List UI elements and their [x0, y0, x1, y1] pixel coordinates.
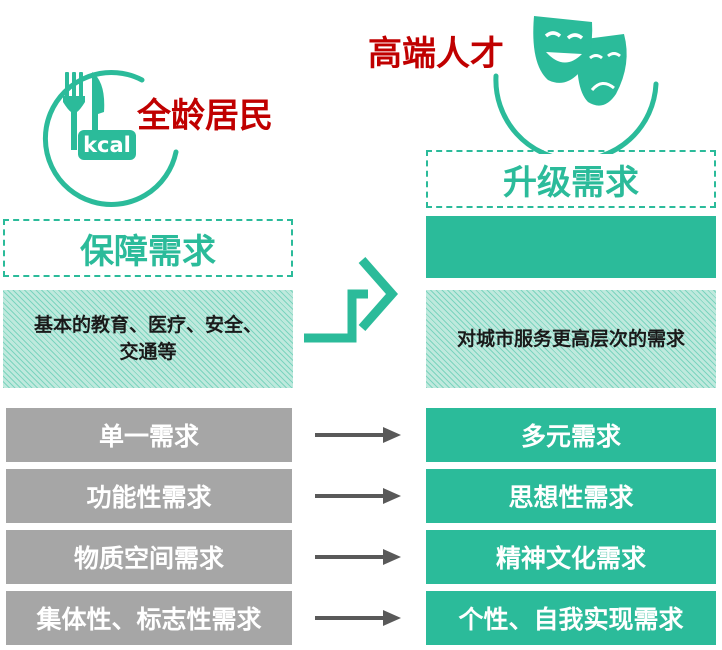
- comparison-to-4: 个性、自我实现需求: [426, 591, 716, 645]
- left-need-title: 保障需求: [3, 219, 293, 277]
- comparison-to-3: 精神文化需求: [426, 530, 716, 584]
- comparison-arrow-2: [315, 488, 401, 504]
- right-title: 高端人才: [368, 34, 504, 74]
- right-need-detail-text: 对城市服务更高层次的需求: [456, 327, 685, 350]
- right-need-title-text: 升级需求: [503, 162, 639, 203]
- left-need-detail: 基本的教育、医疗、安全、 交通等: [3, 290, 293, 388]
- comparison-arrow-4: [315, 610, 401, 626]
- kcal-label: kcal: [83, 133, 131, 157]
- comparison-to-2: 思想性需求: [426, 469, 716, 523]
- right-teal-bar: [426, 216, 716, 278]
- left-need-title-text: 保障需求: [80, 231, 216, 272]
- comparison-from-4: 集体性、标志性需求: [6, 591, 292, 645]
- comparison-arrow-1: [315, 427, 401, 443]
- theater-masks-icon: [493, 16, 659, 154]
- comparison-arrow-3: [315, 549, 401, 565]
- comparison-from-3: 物质空间需求: [6, 530, 292, 584]
- right-need-detail: 对城市服务更高层次的需求: [426, 290, 716, 388]
- left-title: 全龄居民: [137, 96, 273, 136]
- comparison-from-2: 功能性需求: [6, 469, 292, 523]
- kcal-food-icon: kcal: [42, 70, 179, 207]
- left-need-detail-line1: 基本的教育、医疗、安全、: [33, 314, 262, 336]
- comparison-from-1: 单一需求: [6, 408, 292, 462]
- left-need-detail-line2: 交通等: [119, 341, 177, 363]
- comparison-to-1: 多元需求: [426, 408, 716, 462]
- upgrade-arrow-icon: [304, 257, 399, 343]
- right-need-title: 升级需求: [426, 150, 716, 208]
